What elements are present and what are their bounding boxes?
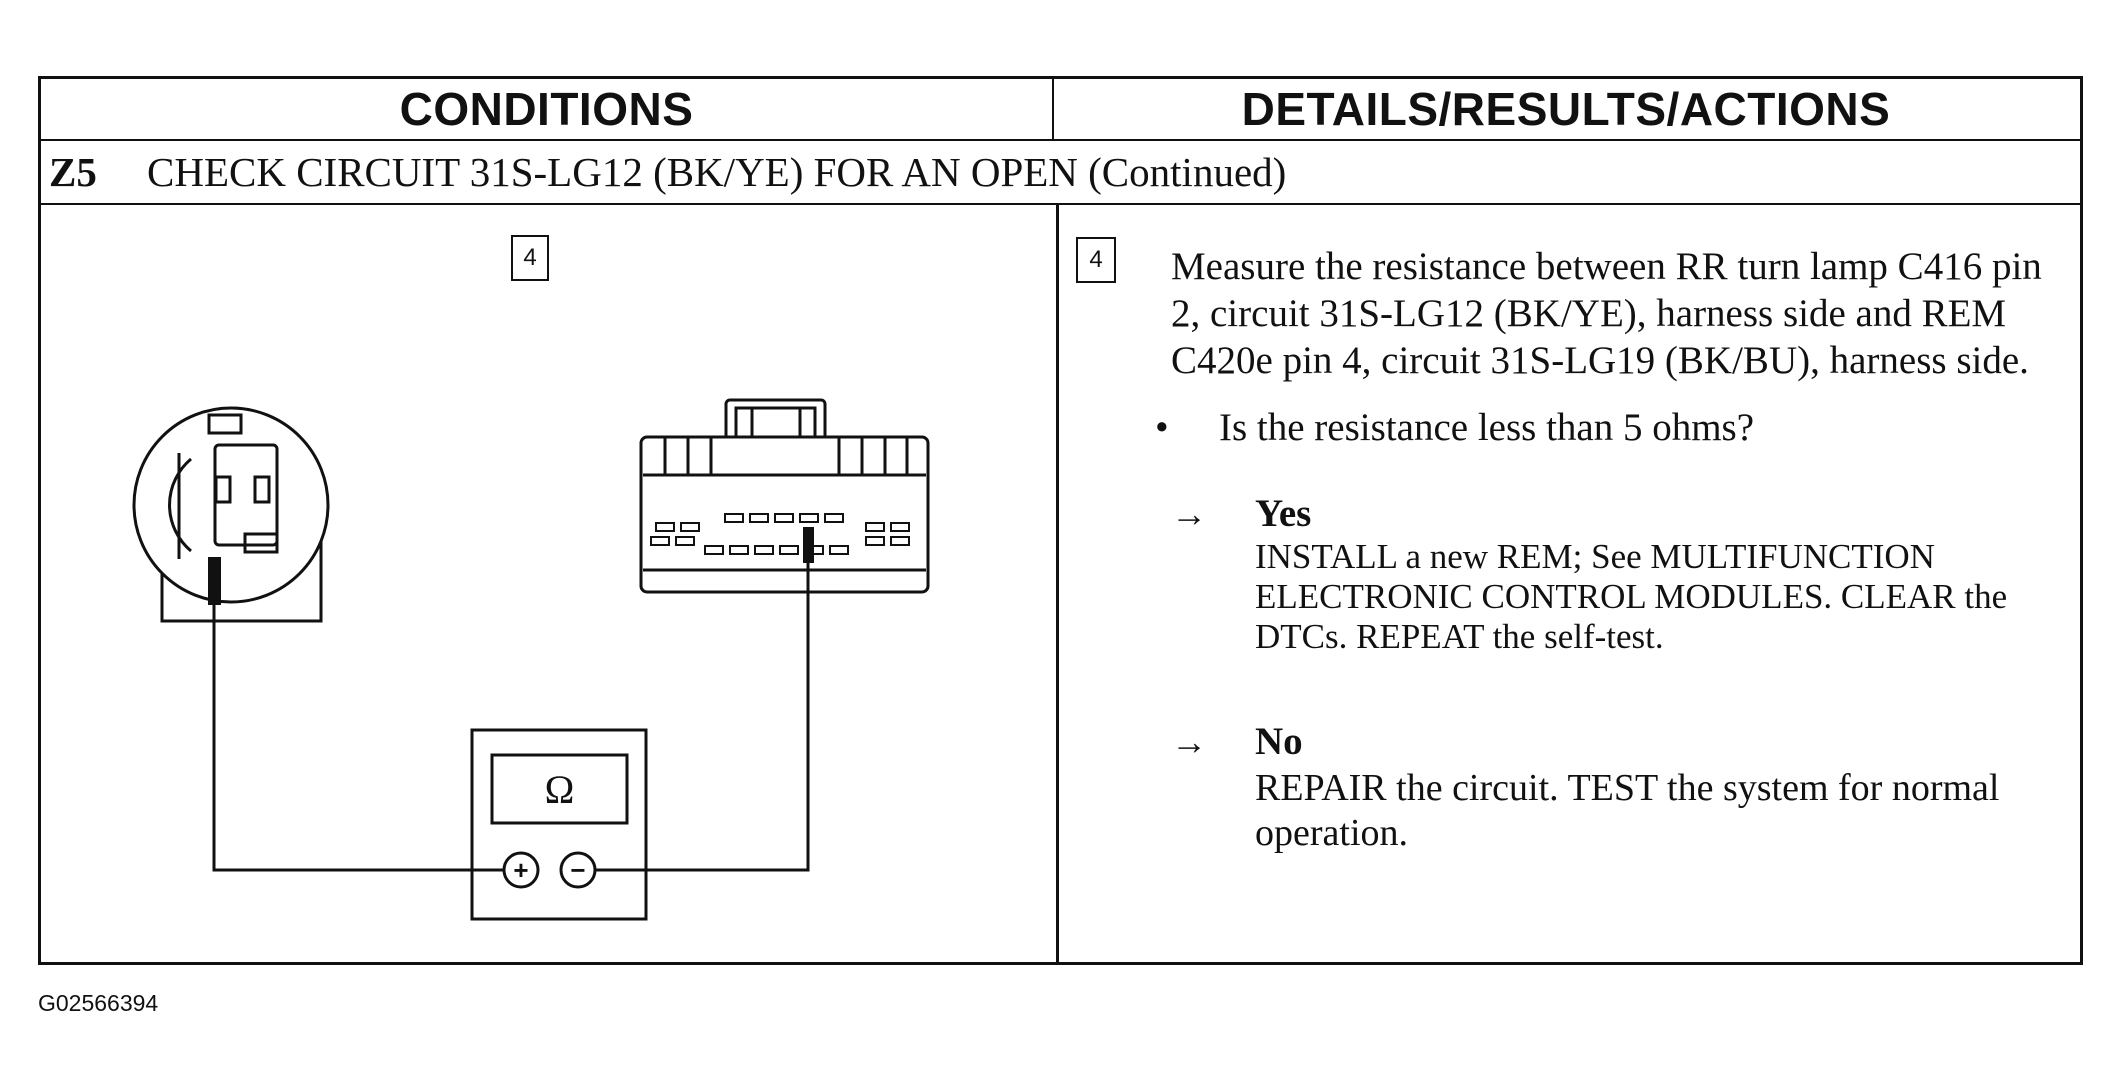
lamp-socket-c416	[132, 406, 330, 623]
negative-lead	[212, 605, 504, 872]
header-divider	[1052, 79, 1054, 139]
conditions-diagram: 4	[41, 205, 1056, 962]
bullet-icon: •	[1155, 406, 1169, 449]
positive-lead	[595, 535, 810, 872]
figure-id: G02566394	[38, 990, 159, 1016]
yes-action-text: INSTALL a new REM; See MULTIFUNCTION ELE…	[1255, 537, 2008, 656]
details-header: DETAILS/RESULTS/ACTIONS	[1241, 83, 1891, 135]
conditions-header: CONDITIONS	[399, 83, 694, 135]
header-rule	[41, 139, 2080, 141]
circuit-diagram-svg	[132, 398, 930, 921]
procedure-table: CONDITIONS DETAILS/RESULTS/ACTIONS Z5 CH…	[38, 76, 2083, 965]
no-label: No	[1255, 720, 1303, 763]
ohmmeter	[470, 728, 648, 921]
measure-instruction: Measure the resistance between RR turn l…	[1171, 245, 2042, 382]
rem-connector-c420e	[639, 398, 930, 594]
no-action-text: REPAIR the circuit. TEST the system for …	[1255, 767, 2000, 854]
connector-cavities	[650, 513, 910, 555]
lamp-probe-tip	[208, 557, 221, 605]
plus-terminal: +	[513, 854, 529, 885]
diagram-step-box: 4	[511, 235, 549, 281]
yes-label: Yes	[1255, 492, 1312, 535]
connector-probe-tip	[803, 527, 814, 563]
step-title: CHECK CIRCUIT 31S-LG12 (BK/YE) FOR AN OP…	[147, 149, 1287, 195]
minus-terminal: −	[570, 854, 586, 885]
step-id: Z5	[49, 149, 97, 195]
title-rule	[41, 203, 2080, 205]
body-divider	[1056, 205, 1059, 962]
step-title-row: Z5 CHECK CIRCUIT 31S-LG12 (BK/YE) FOR AN…	[41, 141, 2080, 203]
details-step-box: 4	[1076, 237, 1116, 283]
no-arrow-icon: →	[1171, 722, 1207, 762]
yes-arrow-icon: →	[1171, 494, 1207, 534]
details-cell: 4 Measure the resistance between RR turn…	[1059, 205, 2080, 962]
question-text: Is the resistance less than 5 ohms?	[1219, 406, 1755, 449]
ohm-symbol: Ω	[544, 766, 575, 812]
